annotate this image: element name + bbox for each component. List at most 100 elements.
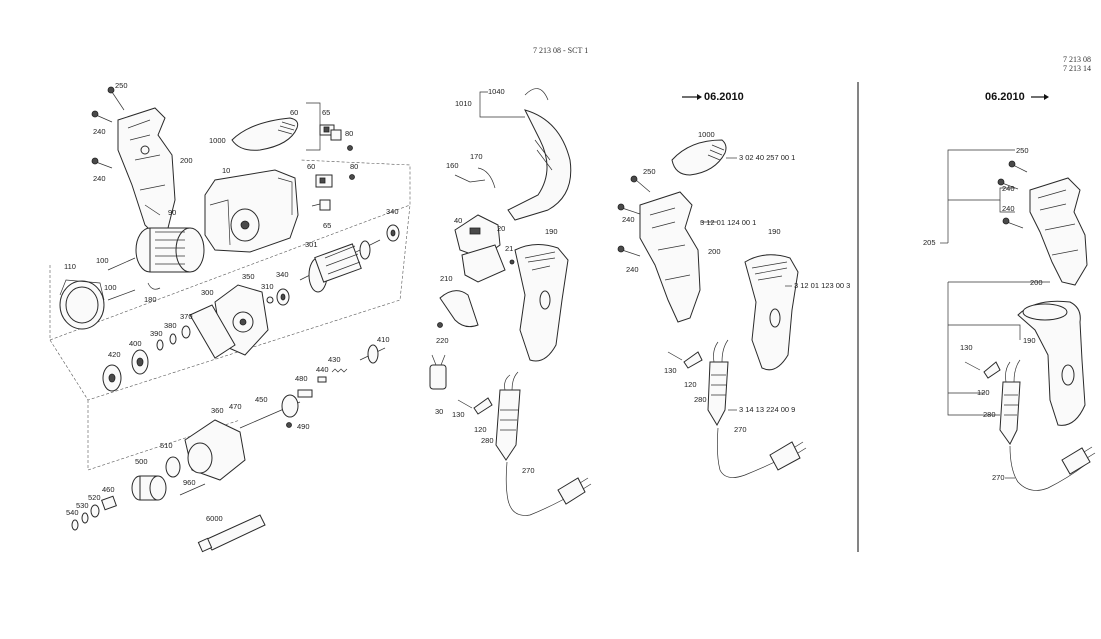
part-label: 65 — [323, 221, 332, 230]
ring-440 — [317, 376, 327, 383]
part-label: 240 — [93, 174, 106, 183]
screw-100-lower — [107, 289, 136, 301]
part-label: 6000 — [206, 514, 223, 523]
screw-240-mid-b — [617, 245, 641, 257]
cable-protector-280-right — [999, 359, 1021, 445]
screw-130-right — [964, 361, 981, 371]
clamp-120-right — [983, 361, 1001, 379]
screw-240-right-b — [1002, 217, 1024, 229]
part-label: 430 — [328, 355, 341, 364]
part-label: 250 — [1016, 146, 1029, 155]
screw-240-mid-a — [617, 203, 641, 215]
part-label: 240 — [1002, 204, 1015, 213]
brush-holder-60-lower — [315, 174, 333, 188]
order-code: 3 14 13 224 00 9 — [739, 405, 796, 414]
part-label: 280 — [983, 410, 996, 419]
trigger-210 — [439, 290, 479, 328]
part-label: 410 — [377, 335, 390, 344]
bracket-205 — [947, 149, 1015, 243]
order-code: 3 12 01 124 00 1 — [700, 218, 757, 227]
part-label: 60 — [290, 108, 299, 117]
spring-430 — [331, 368, 348, 373]
part-label: 500 — [135, 457, 148, 466]
ring-390 — [156, 339, 164, 351]
part-label: 65 — [322, 108, 331, 117]
power-cable-270-left — [505, 461, 581, 516]
part-label: 520 — [88, 493, 101, 502]
housing-half-200 — [117, 107, 176, 236]
part-label: 420 — [108, 350, 121, 359]
part-label: 540 — [66, 508, 79, 517]
ring-510 — [165, 456, 181, 478]
grease-tube-6000 — [197, 514, 266, 553]
part-label: 210 — [440, 274, 453, 283]
part-label: 220 — [436, 336, 449, 345]
part-label: 190 — [1023, 336, 1036, 345]
date-arrow-right-section — [1031, 94, 1049, 100]
bearing-340-lower — [276, 288, 290, 306]
part-label: 370 — [180, 312, 193, 321]
part-label: 960 — [183, 478, 196, 487]
part-label: 310 — [261, 282, 274, 291]
model-number-2: 7 213 14 — [1063, 64, 1091, 73]
order-code: 3 02 40 257 00 1 — [739, 153, 796, 162]
part-label: 1040 — [488, 87, 505, 96]
part-label: 170 — [470, 152, 483, 161]
spindle-410 — [359, 344, 386, 364]
part-label: 350 — [242, 272, 255, 281]
document-reference: 7 213 08 - SCT 1 — [533, 46, 589, 55]
date-arrow-left-section — [682, 94, 702, 100]
screw-240-right-a — [997, 178, 1019, 190]
screw-240-upper — [91, 110, 113, 123]
gear-420 — [102, 364, 122, 392]
part-label: 80 — [345, 129, 354, 138]
ring-530 — [81, 512, 89, 524]
gear-400 — [131, 349, 149, 375]
part-label: 1010 — [455, 99, 472, 108]
part-label: 240 — [93, 127, 106, 136]
part-label: 1000 — [209, 136, 226, 145]
screw-80-lower — [349, 174, 355, 180]
ball-490 — [286, 422, 292, 428]
gasket-300 — [189, 304, 236, 359]
part-label: 200 — [708, 247, 721, 256]
armature-301 — [299, 239, 381, 293]
part-label: 160 — [446, 161, 459, 170]
part-label: 120 — [474, 425, 487, 434]
spring-520 — [90, 504, 100, 518]
power-cable-270-mid — [716, 427, 796, 478]
part-label: 200 — [180, 156, 193, 165]
part-label: 100 — [104, 283, 117, 292]
part-label: 205 — [923, 238, 936, 247]
part-label: 20 — [497, 224, 506, 233]
screw-240-lower — [91, 157, 113, 169]
part-label: 301 — [305, 240, 318, 249]
housing-half-200-right — [1029, 177, 1088, 286]
part-label: 90 — [168, 208, 177, 217]
ring-540 — [71, 519, 79, 531]
part-label: 130 — [664, 366, 677, 375]
part-label: 120 — [684, 380, 697, 389]
part-label: 450 — [255, 395, 268, 404]
plug-270-mid — [769, 441, 807, 471]
part-label: 110 — [64, 262, 76, 271]
housing-half-200-new — [639, 191, 701, 323]
belt-clip-1010 — [507, 109, 572, 221]
part-label: 380 — [164, 321, 177, 330]
cover-1000 — [231, 117, 299, 151]
part-label: 250 — [115, 81, 128, 90]
part-label: 400 — [129, 339, 142, 348]
part-label: 40 — [454, 216, 463, 225]
part-label: 340 — [386, 207, 399, 216]
cable-protector-280-left — [495, 371, 521, 461]
clamp-120-left — [473, 397, 493, 415]
part-label: 120 — [977, 388, 990, 397]
wire-170 — [477, 167, 496, 189]
part-label: 270 — [522, 466, 535, 475]
gear-housing-360 — [184, 419, 246, 481]
part-label: 470 — [229, 402, 242, 411]
date-from-label: 06.2010 — [704, 91, 744, 103]
part-label: 390 — [150, 329, 163, 338]
